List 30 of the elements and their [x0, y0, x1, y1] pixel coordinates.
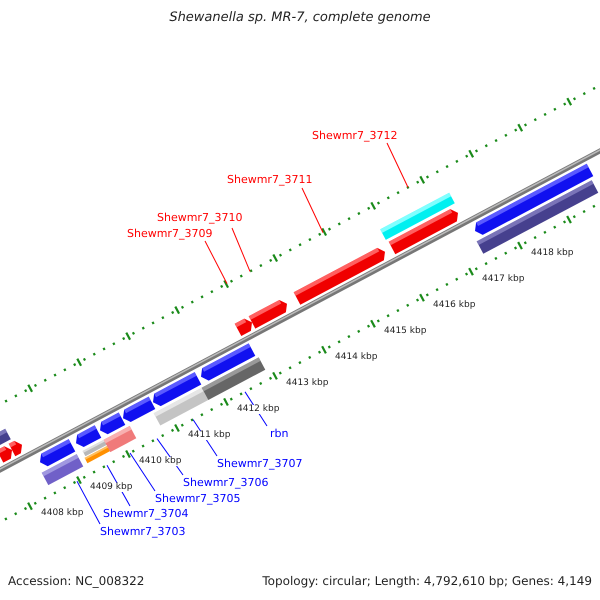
- gene-label: Shewmr7_3706: [183, 477, 268, 488]
- scale-label: 4417 kbp: [482, 274, 524, 284]
- scale-label: 4410 kbp: [139, 457, 182, 466]
- gene-label: Shewmr7_3704: [103, 508, 188, 519]
- scale-label: 4409 kbp: [90, 483, 132, 492]
- leader-line: [130, 452, 156, 492]
- leader-line: [76, 480, 100, 524]
- gene-label: Shewmr7_3712: [312, 130, 398, 141]
- scale-label: 4413 kbp: [286, 378, 328, 388]
- gene-label: Shewmr7_3710: [157, 212, 242, 223]
- scale-label: 4414 kbp: [335, 352, 378, 362]
- gene-label: Shewmr7_3705: [155, 493, 240, 504]
- title: Shewanella sp. MR-7, complete genome: [168, 11, 432, 24]
- gene-label: Shewmr7_3711: [227, 174, 312, 185]
- leader-line: [302, 188, 324, 234]
- gene-label: Shewmr7_3703: [100, 526, 186, 537]
- scale-label: 4412 kbp: [237, 404, 280, 414]
- leader-line: [386, 142, 408, 188]
- scale-label: 4411 kbp: [188, 431, 230, 440]
- scale-label: 4408 kbp: [41, 509, 84, 518]
- gene-label: Shewmr7_3709: [127, 228, 212, 239]
- genome-info-text: Topology: circular; Length: 4,792,610 bp; Genes: 4,149: [262, 575, 592, 587]
- gene-label: Shewmr7_3707: [217, 458, 302, 469]
- scale-label: 4416 kbp: [433, 300, 476, 310]
- scale-label: 4415 kbp: [384, 326, 426, 336]
- scale-label: 4418 kbp: [531, 248, 574, 258]
- accession-text: Accession: NC_008322: [8, 575, 144, 587]
- leader-line: [232, 228, 250, 272]
- leader-line: [204, 240, 228, 284]
- gene-label: rbn: [270, 428, 288, 439]
